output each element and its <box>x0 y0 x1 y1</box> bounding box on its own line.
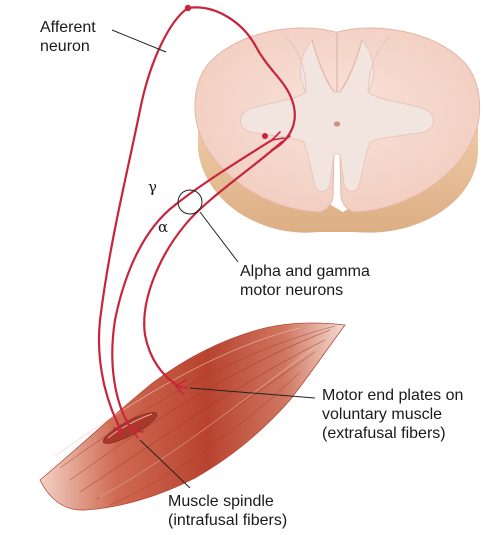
alpha-end-plate <box>175 379 188 395</box>
dorsal-column-line-far-right <box>367 35 391 93</box>
muscle-fiber-line-1 <box>69 329 331 481</box>
alpha-motor-fiber <box>143 140 284 388</box>
end-plates-label: Motor end plates on voluntary muscle (ex… <box>322 386 463 443</box>
gamma-motor-fiber <box>111 138 274 432</box>
end-plates-label-line-3: (extrafusal fibers) <box>322 425 446 442</box>
muscle-fiber-line-5 <box>109 371 301 506</box>
afferent-synapse <box>262 133 268 139</box>
spindle-label-line-1: Muscle spindle <box>168 493 274 510</box>
grey-matter <box>240 38 434 192</box>
muscle-fiber-line-6 <box>54 327 301 457</box>
nerve-fibers <box>98 4 296 439</box>
afferent-neuron-fiber <box>98 6 296 434</box>
muscle-fiber-line-2 <box>79 339 326 493</box>
muscle-spindle-label: Muscle spindle (intrafusal fibers) <box>168 492 287 530</box>
end-plate-leader <box>189 387 316 399</box>
gamma-symbol: γ <box>148 178 157 196</box>
afferent-ending <box>113 427 123 439</box>
afferent-label-line-1: Afferent <box>40 19 96 36</box>
motor-neuron-terminals <box>271 131 291 143</box>
afferent-neuron-label: Afferent neuron <box>40 18 96 56</box>
gamma-end-plate <box>131 423 144 439</box>
dorsal-column-line-left <box>311 39 335 93</box>
dorsal-column-line-right <box>339 39 363 93</box>
end-plates-label-line-2: voluntary muscle <box>322 406 443 423</box>
muscle-belly <box>39 322 346 511</box>
spindle-label-line-2: (intrafusal fibers) <box>168 512 288 529</box>
skeletal-muscle <box>39 322 346 511</box>
motor-neurons-label-line-2: motor neurons <box>240 282 344 299</box>
spinal-cord <box>194 27 481 233</box>
alpha-symbol: α <box>158 218 169 236</box>
dorsal-column-line-far-left <box>284 35 307 93</box>
afferent-label-line-2: neuron <box>40 38 90 55</box>
spindle-highlight <box>107 413 153 439</box>
afferent-cell-body <box>184 4 192 12</box>
central-canal <box>333 121 341 127</box>
leader-lines <box>111 29 316 489</box>
motor-neurons-label-line-1: Alpha and gamma <box>240 263 370 280</box>
end-plates-label-line-1: Motor end plates on <box>322 387 464 404</box>
spindle-leader <box>139 439 191 489</box>
motor-neurons-label: Alpha and gamma motor neurons <box>240 262 370 300</box>
muscle-fiber-line-7 <box>99 344 319 498</box>
motor-neuron-leader <box>199 211 239 263</box>
afferent-leader <box>111 29 167 53</box>
muscle-fiber-line-4 <box>59 325 336 469</box>
motor-neuron-circle-marker <box>177 189 203 215</box>
